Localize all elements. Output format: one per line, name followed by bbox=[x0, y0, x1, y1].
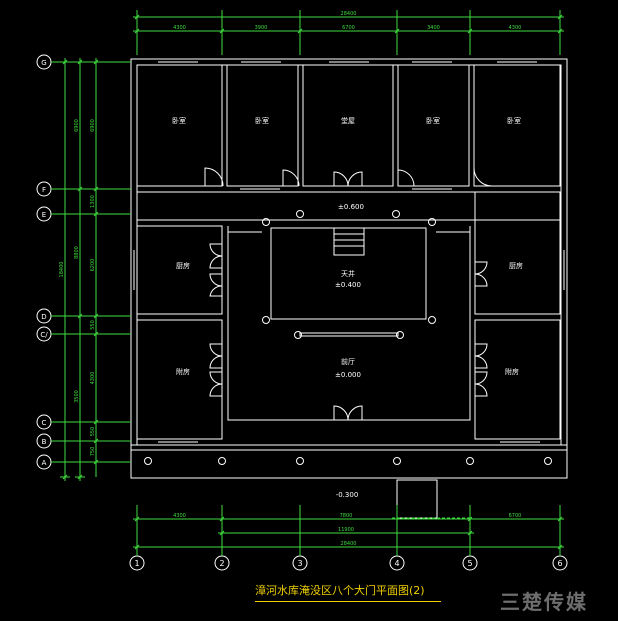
dim-left-outer-0: 6900 bbox=[74, 119, 80, 132]
dim-bottom-seg-0: 4300 bbox=[173, 513, 186, 519]
dim-bottom-seg-1: 7800 bbox=[340, 513, 353, 519]
hall-wall bbox=[227, 226, 471, 421]
axis-label-col-0: 1 bbox=[134, 559, 139, 568]
drawing-title: 漳河水库淹没区八个大门平面图(2) bbox=[255, 583, 441, 602]
dim-left-inner-2: 6200 bbox=[90, 259, 96, 272]
dim-left-total-0: 18400 bbox=[59, 262, 65, 278]
window-marks bbox=[133, 61, 565, 443]
room-label-kitchen-left: 厨房 bbox=[176, 261, 190, 270]
dim-left-outer-1: 8800 bbox=[74, 246, 80, 259]
dim-bottom-seg-2: 6700 bbox=[509, 513, 522, 519]
dim-left-inner-6: 750 bbox=[90, 447, 96, 457]
room-box-hall-top bbox=[302, 64, 394, 187]
outer-wall bbox=[130, 58, 568, 479]
room-box-bedroom-1 bbox=[136, 64, 223, 187]
level-front-hall: ±0.000 bbox=[335, 371, 361, 379]
dim-left-inner-5: 550 bbox=[90, 427, 96, 437]
room-label-kitchen-right: 厨房 bbox=[509, 261, 523, 270]
room-label-front-hall: 前厅 bbox=[341, 357, 355, 366]
level-corridor: ±0.600 bbox=[338, 203, 364, 211]
room-box-annex-right bbox=[474, 319, 561, 440]
axis-label-col-5: 6 bbox=[557, 559, 562, 568]
column-markers bbox=[144, 210, 552, 465]
axis-label-row-2: E bbox=[42, 211, 46, 219]
room-label-hall-top: 堂屋 bbox=[341, 116, 355, 125]
dim-top-seg-2: 6700 bbox=[342, 25, 355, 31]
dim-top-seg-3: 3400 bbox=[427, 25, 440, 31]
dim-top-seg-1: 3900 bbox=[255, 25, 268, 31]
dim-left-inner-1: 1300 bbox=[90, 195, 96, 208]
room-box-annex-left bbox=[136, 319, 223, 440]
room-box-kitchen-right bbox=[474, 191, 561, 315]
room-box-bedroom-4 bbox=[473, 64, 561, 187]
dim-top-total-0: 28400 bbox=[341, 11, 357, 17]
dim-left-inner-0: 6900 bbox=[90, 119, 96, 132]
room-label-annex-left: 附房 bbox=[176, 367, 190, 376]
dim-top-seg-4: 4300 bbox=[509, 25, 522, 31]
axis-label-row-5: C bbox=[42, 419, 47, 427]
room-label-bedroom-1: 卧室 bbox=[172, 116, 186, 125]
axis-label-col-3: 4 bbox=[394, 559, 399, 568]
watermark-logo: 三楚传媒 bbox=[500, 590, 588, 614]
axis-label-col-1: 2 bbox=[219, 559, 224, 568]
room-label-bedroom-4: 卧室 bbox=[507, 116, 521, 125]
axis-label-col-2: 3 bbox=[297, 559, 302, 568]
dim-top-seg-0: 4300 bbox=[173, 25, 186, 31]
room-box-kitchen-left bbox=[136, 225, 223, 315]
room-label-courtyard: 天井 bbox=[341, 269, 355, 278]
room-label-bedroom-3: 卧室 bbox=[426, 116, 440, 125]
axis-label-row-7: A bbox=[42, 459, 47, 467]
axis-label-row-4: C/ bbox=[40, 331, 48, 339]
room-label-bedroom-2: 卧室 bbox=[255, 116, 269, 125]
courtyard-stairs bbox=[333, 227, 365, 256]
level-outside: -0.300 bbox=[336, 491, 359, 499]
front-hall-bench bbox=[299, 332, 399, 337]
axis-label-row-3: D bbox=[41, 313, 46, 321]
room-label-annex-right: 附房 bbox=[505, 367, 519, 376]
dim-bottom-total-0: 28400 bbox=[341, 541, 357, 547]
entrance-step bbox=[396, 479, 438, 519]
axis-label-col-4: 5 bbox=[467, 559, 472, 568]
dim-left-outer-2: 3500 bbox=[74, 390, 80, 403]
corridor bbox=[136, 191, 562, 221]
door-marks bbox=[204, 167, 493, 421]
room-box-bedroom-2 bbox=[226, 64, 299, 187]
dim-bottom-mid-0: 11900 bbox=[338, 527, 354, 533]
dim-left-inner-3: 550 bbox=[90, 320, 96, 330]
dim-left-inner-4: 4300 bbox=[90, 372, 96, 385]
room-box-bedroom-3 bbox=[397, 64, 470, 187]
axis-label-row-0: G bbox=[41, 59, 46, 67]
axis-label-row-6: B bbox=[42, 438, 47, 446]
level-courtyard: ±0.400 bbox=[335, 281, 361, 289]
axis-label-row-1: F bbox=[42, 186, 46, 194]
